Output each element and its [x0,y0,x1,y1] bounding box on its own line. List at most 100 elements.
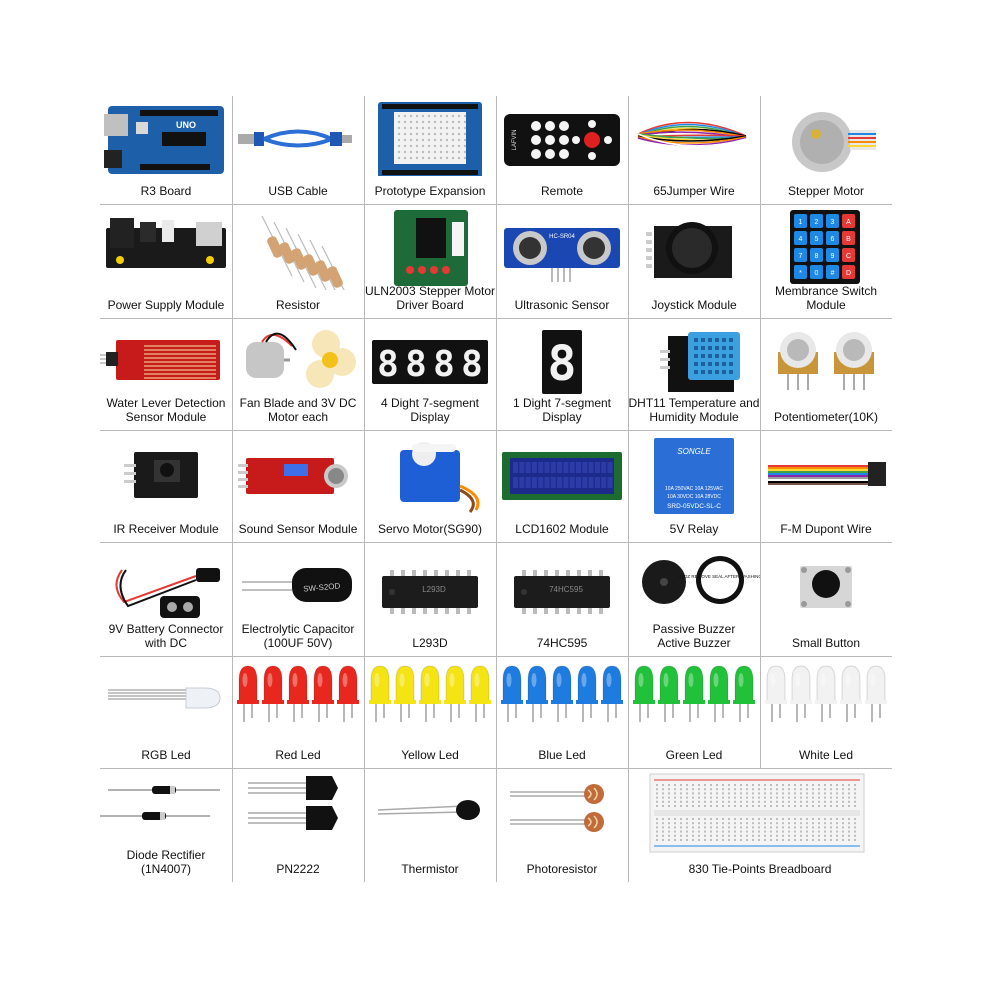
component-label: 65Jumper Wire [653,184,735,198]
svg-text:10A 250VAC 10A 125VAC: 10A 250VAC 10A 125VAC [665,486,723,492]
grid-divider-horizontal [100,768,892,769]
component-card: Blue Led [496,656,628,768]
svg-text:L293D: L293D [422,585,446,594]
component-label: 4 Dight 7-segment Display [380,396,480,424]
component-label: LCD1602 Module [515,522,609,536]
component-label: 74HC595 [536,636,588,650]
power-supply-module-icon [106,218,226,268]
component-card: UNO R3 Board [100,96,232,204]
grid-divider-vertical [496,96,497,882]
l293d-chip-icon: L293D [382,570,478,614]
component-card: Potentiometer(10K) [760,318,892,430]
component-label: 9V Battery Connector with DC [108,622,224,650]
component-label: Red Led [275,748,321,762]
component-card: IR Receiver Module [100,430,232,542]
svg-text:CLOZ REMOVE SEAL AFTER WASHING: CLOZ REMOVE SEAL AFTER WASHING [678,574,760,579]
green-led-icon [633,665,755,722]
svg-text:SONGLE: SONGLE [677,447,711,456]
transistor-icon [248,776,338,830]
component-card: USB Cable [232,96,364,204]
component-label: PN2222 [276,862,320,876]
blue-led-icon [501,665,623,722]
component-label: Joystick Module [651,298,737,312]
svg-text:8: 8 [815,253,819,260]
component-card: Thermistor [364,768,496,882]
component-card: Small Button [760,542,892,656]
component-card: Joystick Module [628,204,760,318]
svg-text:8: 8 [433,344,455,385]
svg-text:1: 1 [799,219,803,226]
component-label: 830 Tie-Points Breadboard [688,862,832,876]
lcd-module-icon [502,452,622,500]
joystick-icon [646,222,732,278]
svg-text:HC-SR04: HC-SR04 [549,234,575,240]
servo-motor-icon [400,442,480,513]
svg-text:UNO: UNO [176,120,196,130]
sound-sensor-icon [238,458,348,494]
grid-divider-horizontal [100,656,892,657]
component-label: Electrolytic Capacitor (100UF 50V) [241,622,355,650]
component-card: PN2222 [232,768,364,882]
stepper-motor-icon [792,112,876,172]
component-label: Green Led [665,748,723,762]
grid-divider-vertical [232,96,233,882]
dupont-wire-icon [768,462,886,486]
thermistor-icon [377,800,480,820]
battery-connector-icon [115,568,220,618]
component-card: Power Supply Module [100,204,232,318]
svg-text:*: * [799,270,802,277]
74hc595-chip-icon: 74HC595 [514,570,610,614]
usb-cable-icon [238,129,352,148]
fan-motor-icon [246,330,356,388]
component-label: IR Receiver Module [113,522,219,536]
grid-divider-vertical [364,96,365,882]
component-card: SW-S2OD Electrolytic Capacitor (100UF 50V… [232,542,364,656]
component-label: R3 Board [140,184,192,198]
svg-text:#: # [831,270,835,277]
svg-text:8: 8 [377,344,399,385]
component-label: RGB Led [141,748,191,762]
component-label: White Led [798,748,854,762]
diode-icon [100,786,220,820]
ultrasonic-sensor-icon: HC-SR04 [504,228,620,282]
yellow-led-icon [369,665,491,722]
component-label: Yellow Led [401,748,459,762]
component-label: Servo Motor(SG90) [377,522,483,536]
component-label: Diode Rectifier (1N4007) [126,848,206,876]
component-card: Resistor [232,204,364,318]
grid-divider-horizontal [100,430,892,431]
component-card: LCD1602 Module [496,430,628,542]
one-digit-display-icon: 8 [542,330,582,394]
arduino-board-icon: UNO [104,106,224,174]
component-label: Blue Led [538,748,586,762]
svg-text:7: 7 [799,253,803,260]
capacitor-icon: SW-S2OD [242,568,352,602]
component-card: White Led [760,656,892,768]
component-label: Thermistor [401,862,459,876]
component-card: RGB Led [100,656,232,768]
component-label: 1 Dight 7-segment Display [512,396,612,424]
svg-text:A: A [846,219,851,226]
grid-divider-horizontal [100,204,892,205]
potentiometer-icon [778,332,874,390]
red-led-icon [237,665,359,722]
svg-text:4: 4 [799,236,803,243]
component-label: F-M Dupont Wire [780,522,872,536]
component-label: Resistor [275,298,320,312]
svg-text:9: 9 [831,253,835,260]
component-label: USB Cable [268,184,328,198]
component-label: Sound Sensor Module [238,522,358,536]
svg-text:D: D [846,270,851,277]
component-label: DHT11 Temperature and Humidity Module [628,396,760,424]
component-label: Passive Buzzer Active Buzzer [652,622,736,650]
resistor-icon [261,215,345,290]
